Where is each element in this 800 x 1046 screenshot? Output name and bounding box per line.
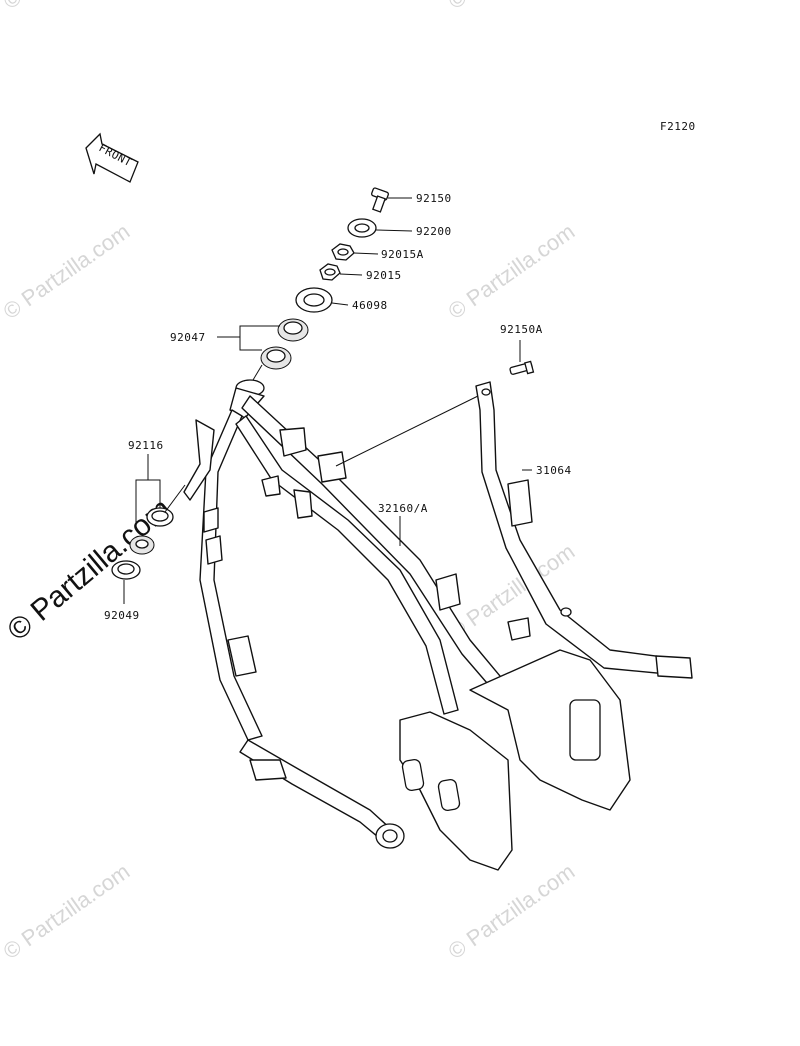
- watermark-2: © Partzilla.com: [444, 219, 580, 325]
- front-arrow-icon: FRONT: [85, 132, 139, 183]
- label-92015: 92015: [366, 269, 402, 282]
- watermark-7: © Partzilla.com: [0, 0, 134, 14]
- bolt-92150A-icon: [509, 360, 535, 375]
- watermark-6: © Partzilla.com: [444, 0, 580, 14]
- label-32160A: 32160/A: [378, 502, 428, 515]
- watermark-4: © Partzilla.com: [0, 859, 134, 965]
- label-46098: 46098: [352, 299, 388, 312]
- main-frame-32160: 32160/A: [183, 379, 631, 871]
- roller-bearing-92116-icon: [129, 535, 155, 555]
- label-31064: 31064: [536, 464, 572, 477]
- rear-frame-31064: 31064 92150A: [475, 323, 693, 679]
- watermark-5: © Partzilla.com: [444, 859, 580, 965]
- bearing-92047-upper-icon: [277, 318, 309, 342]
- bearing-92047-lower-icon: [260, 346, 292, 370]
- label-92047: 92047: [170, 331, 206, 344]
- figure-code: F2120: [660, 120, 696, 133]
- label-92200: 92200: [416, 225, 452, 238]
- lower-bearing-parts: 92116 92049: [104, 439, 186, 622]
- label-92150A: 92150A: [500, 323, 543, 336]
- bolt-92150-icon: [371, 187, 389, 213]
- stem-parts-stack: 92150 92200 92015A 92015 46098 9: [170, 187, 452, 386]
- watermark-1: © Partzilla.com: [0, 219, 134, 325]
- label-92049: 92049: [104, 609, 140, 622]
- label-92150: 92150: [416, 192, 452, 205]
- label-92116: 92116: [128, 439, 164, 452]
- label-92015A: 92015A: [381, 248, 424, 261]
